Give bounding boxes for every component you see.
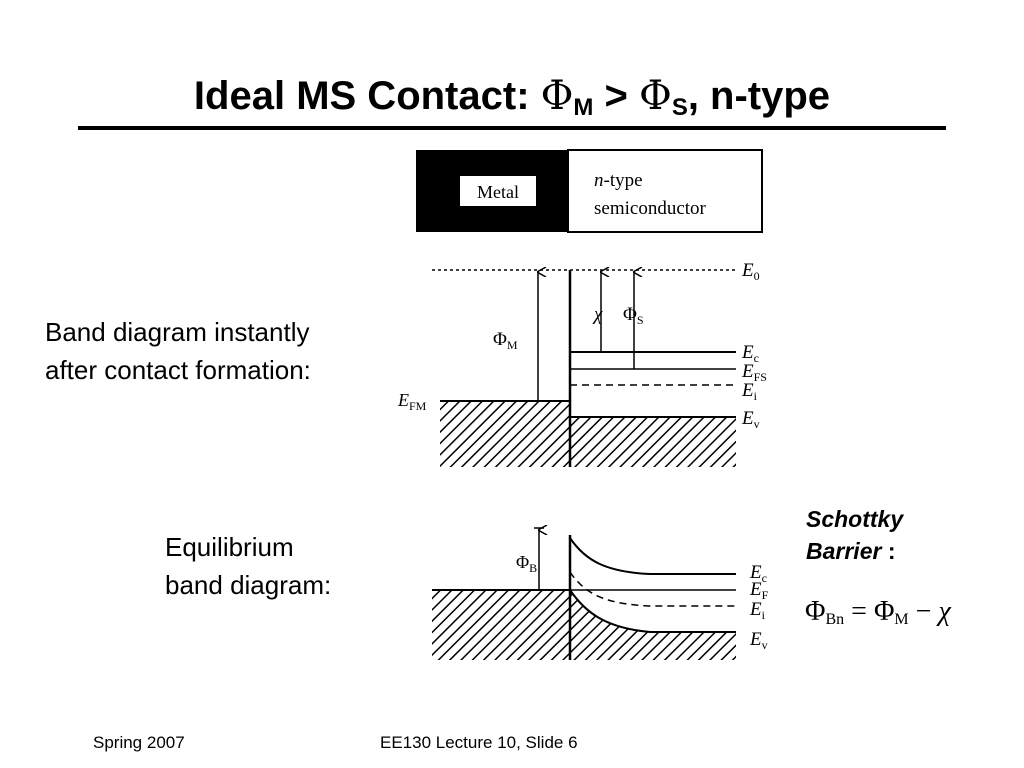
title-underline <box>78 126 946 130</box>
instant-caption: Band diagram instantly after contact for… <box>45 313 311 389</box>
formula-phi-m: Φ <box>873 596 895 627</box>
phi-m-sub: M <box>507 338 518 352</box>
ev2-label: Ev <box>749 629 768 652</box>
ei2-sub: i <box>762 608 766 622</box>
formula-equals: = <box>844 596 874 627</box>
instant-band-diagram: ΦM χ ΦS E0 Ec EFS Ei Ev EFM <box>397 260 767 467</box>
ec2-label: Ec <box>749 562 767 585</box>
valence-band-fill <box>570 417 736 467</box>
e0-sub: 0 <box>754 269 760 283</box>
efs-label: EFS <box>741 361 767 384</box>
schottky-word: Schottky <box>806 506 904 532</box>
metal-fermi-sea-eq <box>432 590 570 660</box>
formula-minus: − <box>908 596 939 627</box>
equilibrium-caption: Equilibrium band diagram: <box>165 528 331 604</box>
efm-label: EFM <box>397 390 427 413</box>
semiconductor-region <box>567 149 763 233</box>
metal-fermi-sea <box>440 401 570 467</box>
metal-label-box <box>460 176 536 206</box>
instant-caption-line2: after contact formation: <box>45 355 311 385</box>
efs-sub: FS <box>754 370 767 384</box>
footer-date: Spring 2007 <box>93 733 185 752</box>
ei-label: Ei <box>741 380 758 403</box>
title-sub-s: S <box>671 94 688 121</box>
ec-sub: c <box>754 351 759 365</box>
schottky-formula: ΦBn = ΦM − χ <box>805 596 951 629</box>
e0-main: E <box>741 260 754 281</box>
ev-curve <box>569 589 736 633</box>
equilibrium-caption-line2: band diagram: <box>165 570 332 600</box>
ec2-sub: c <box>762 571 767 585</box>
ec-curve <box>569 537 736 575</box>
efm-main: E <box>397 390 409 410</box>
formula-sub-m: M <box>894 611 909 628</box>
phi-b-label: ΦB <box>516 552 537 575</box>
phi-m-label: ΦM <box>493 329 518 352</box>
efs-main: E <box>741 361 754 382</box>
ec-label: Ec <box>741 342 759 365</box>
equilibrium-band-diagram: ΦB Ec EF Ei Ev <box>432 528 769 660</box>
phi-b-sub: B <box>529 561 537 575</box>
valence-band-fill-eq <box>570 590 736 660</box>
ei2-label: Ei <box>749 599 766 622</box>
ef2-label: EF <box>749 579 769 602</box>
schottky-label: Schottky Barrier : <box>806 503 903 567</box>
ntype-rest: -type <box>604 170 643 191</box>
efm-sub: FM <box>409 399 427 413</box>
ntype-n: n <box>594 170 604 191</box>
title-text: Ideal MS Contact: <box>193 74 541 118</box>
ei-main: E <box>741 380 754 401</box>
ntype-label: n-type <box>594 170 643 191</box>
footer-slide-info: EE130 Lecture 10, Slide 6 <box>380 733 578 752</box>
phi-symbol: Φ <box>639 73 672 119</box>
phi-b-main: Φ <box>516 552 529 572</box>
ev2-main: E <box>749 629 762 650</box>
ev2-sub: v <box>762 638 768 652</box>
ec2-main: E <box>749 562 762 583</box>
semiconductor-label: semiconductor <box>594 198 707 219</box>
ef2-sub: F <box>762 588 769 602</box>
formula-phi: Φ <box>805 596 826 627</box>
phi-s-sub: S <box>637 313 644 327</box>
title-sub-m: M <box>573 94 594 121</box>
formula-chi: χ <box>938 596 951 627</box>
phi-s-main: Φ <box>623 304 637 325</box>
phi-s-label: ΦS <box>623 304 644 327</box>
metal-label: Metal <box>477 182 519 202</box>
slide-title: Ideal MS Contact: ΦM > ΦS, n-type <box>0 70 1024 134</box>
ev-main: E <box>741 408 754 429</box>
chi-label: χ <box>592 304 603 325</box>
ec-main: E <box>741 342 754 363</box>
ei-curve <box>569 571 736 607</box>
phi-m-main: Φ <box>493 329 507 350</box>
formula-sub-bn: Bn <box>825 611 845 628</box>
ef2-main: E <box>749 579 762 600</box>
schottky-colon: : <box>881 538 896 564</box>
metal-semiconductor-block: Metal n-type semiconductor <box>416 149 763 233</box>
ei-sub: i <box>754 389 758 403</box>
barrier-word: Barrier <box>806 538 882 564</box>
equilibrium-caption-line1: Equilibrium <box>165 532 294 562</box>
ev-sub: v <box>754 417 760 431</box>
title-gt: > <box>593 74 640 118</box>
phi-symbol: Φ <box>540 73 574 119</box>
e0-label: E0 <box>741 260 760 283</box>
ev-label: Ev <box>741 408 760 431</box>
title-suffix: , n-type <box>687 74 831 118</box>
instant-caption-line1: Band diagram instantly <box>45 317 310 347</box>
ei2-main: E <box>749 599 762 620</box>
